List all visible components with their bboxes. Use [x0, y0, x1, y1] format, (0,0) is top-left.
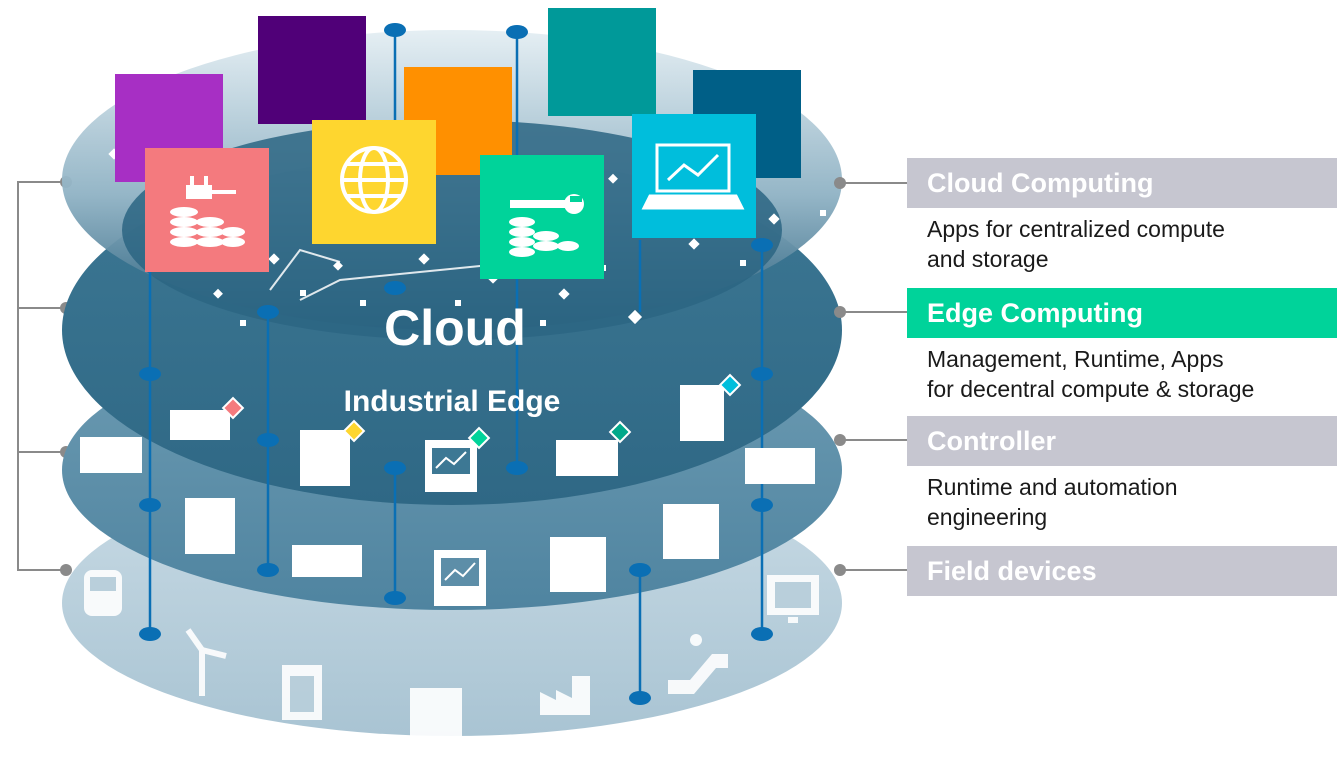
controller-title: Controller	[907, 416, 1337, 466]
wind-turbine-icon	[185, 628, 227, 696]
controller-devices	[80, 437, 815, 606]
field-devices	[84, 570, 819, 738]
edge-disc-label: Industrial Edge	[344, 385, 561, 418]
edge-modular-device-icon	[300, 419, 366, 486]
wrench-coins-icon	[509, 194, 584, 257]
wrench-coins-app-tile	[480, 155, 604, 279]
monitor-chart-app-tile	[632, 114, 756, 238]
network-lines	[269, 248, 491, 301]
plug-coins-app-tile	[145, 148, 269, 272]
train-icon	[84, 570, 122, 616]
controller-desc-line-2: engineering	[927, 504, 1048, 530]
violet-app-tile	[258, 16, 366, 124]
cloud-computing-panel: Cloud Computing Apps for centralized com…	[907, 158, 1337, 274]
right-connector-dots	[834, 177, 846, 576]
left-bracket-dots	[60, 176, 72, 576]
right-connectors	[840, 182, 908, 571]
plug-coins-icon	[170, 176, 245, 247]
connector-dots	[139, 23, 773, 705]
edge-rack-device-icon	[170, 396, 245, 440]
cloud-computing-title: Cloud Computing	[907, 158, 1337, 208]
cloud-disc-core	[122, 120, 782, 340]
edge-devices	[170, 373, 742, 492]
edge-controller-device-icon	[556, 420, 632, 476]
edge-computing-title: Edge Computing	[907, 288, 1337, 338]
globe-app-tile	[312, 120, 436, 244]
edge-hmi-device-icon	[425, 426, 491, 492]
factory-icon	[540, 676, 590, 715]
controller-hmi-icon	[434, 550, 486, 606]
globe-icon	[340, 146, 408, 214]
controller-desc-line-1: Runtime and automation	[927, 474, 1178, 500]
controller-plc-rack-icon	[185, 498, 235, 554]
edge-computing-desc-line-1: Management, Runtime, Apps	[927, 346, 1224, 372]
cloud-computing-desc-line-2: and storage	[927, 246, 1049, 272]
controller-panel: Controller Runtime and automation engine…	[907, 416, 1337, 532]
monitor-chart-icon	[641, 143, 745, 210]
elevator-icon	[282, 665, 322, 720]
network-sparkles	[108, 128, 826, 326]
controller-drive-icon	[550, 537, 606, 592]
edge-computing-desc-line-2: for decentral compute & storage	[927, 376, 1255, 402]
field-monitor-icon	[767, 575, 819, 623]
cloud-disc-label: Cloud	[384, 300, 526, 356]
controller-plc-compact-icon	[292, 545, 362, 577]
controller-description: Runtime and automation engineering	[907, 466, 1337, 532]
controller-keypad-icon	[663, 504, 719, 559]
edge-tower-device-icon	[680, 373, 742, 441]
left-bracket-connectors	[17, 181, 66, 571]
teal-app-tile	[548, 8, 656, 116]
cloud-computing-description: Apps for centralized compute and storage	[907, 208, 1337, 274]
field-devices-title: Field devices	[907, 546, 1337, 596]
escalator-icon	[668, 634, 728, 694]
controller-server-icon	[745, 448, 815, 484]
cloud-computing-desc-line-1: Apps for centralized compute	[927, 216, 1225, 242]
edge-computing-panel: Edge Computing Management, Runtime, Apps…	[907, 288, 1337, 404]
field-devices-panel: Field devices	[907, 546, 1337, 596]
controller-io-module-icon	[80, 437, 142, 473]
field-drive-icon	[410, 688, 462, 738]
edge-computing-description: Management, Runtime, Apps for decentral …	[907, 338, 1337, 404]
